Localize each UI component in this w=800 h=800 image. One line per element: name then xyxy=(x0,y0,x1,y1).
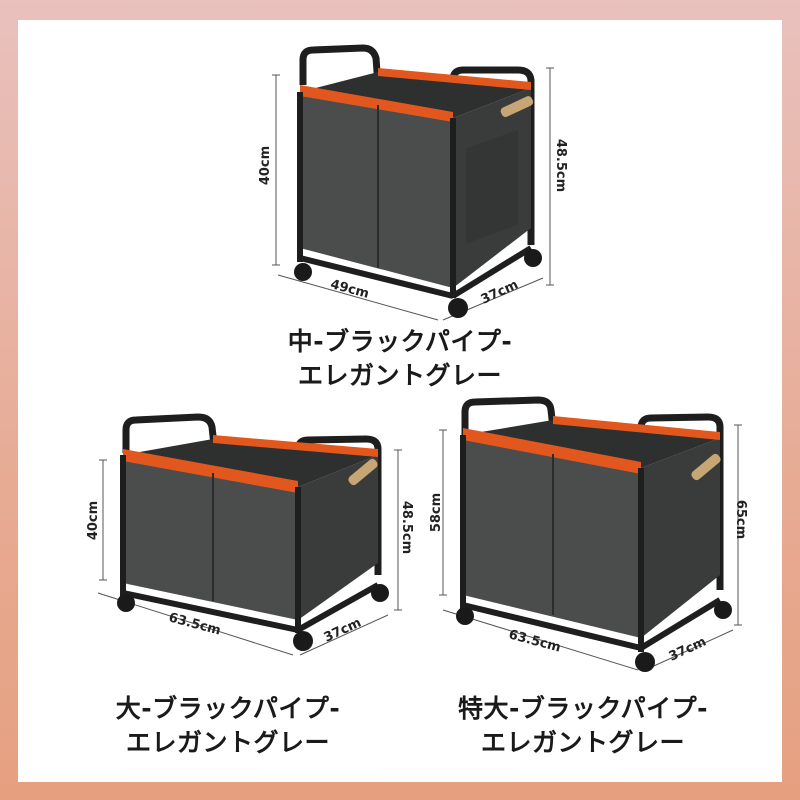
product-card: 40cm 48.5cm 49cm 37cm 中-ブラックパイプ- エレガントグレ… xyxy=(18,20,782,782)
dim-inner-height: 58cm xyxy=(429,492,445,533)
dim-inner-height: 40cm xyxy=(86,500,102,541)
cart-illustration-large xyxy=(97,413,402,656)
caption-large: 大-ブラックパイプ- エレガントグレー xyxy=(88,692,368,760)
caption-large-line1: 大-ブラックパイプ- xyxy=(115,694,341,723)
product-medium: 40cm 48.5cm 49cm 37cm xyxy=(248,30,578,330)
caption-extra-large-line2: エレガントグレー xyxy=(480,728,685,757)
caption-extra-large-line1: 特大-ブラックパイプ- xyxy=(457,694,708,723)
cart-illustration-medium xyxy=(272,44,554,321)
caption-medium-line2: エレガントグレー xyxy=(297,361,502,390)
caption-medium-line1: 中-ブラックパイプ- xyxy=(287,327,513,356)
dim-total-height: 48.5cm xyxy=(553,138,569,193)
caption-extra-large: 特大-ブラックパイプ- エレガントグレー xyxy=(433,692,733,760)
caption-medium: 中-ブラックパイプ- エレガントグレー xyxy=(250,325,550,393)
caption-large-line2: エレガントグレー xyxy=(125,728,330,757)
dim-inner-height: 40cm xyxy=(258,145,274,186)
product-extra-large: 58cm 65cm 63.5cm 37cm xyxy=(413,390,768,690)
cart-illustration-extra-large xyxy=(439,396,742,672)
dim-total-height: 48.5cm xyxy=(399,500,415,555)
dim-total-height: 65cm xyxy=(733,499,749,540)
product-large: 40cm 48.5cm 63.5cm 37cm xyxy=(68,405,414,675)
